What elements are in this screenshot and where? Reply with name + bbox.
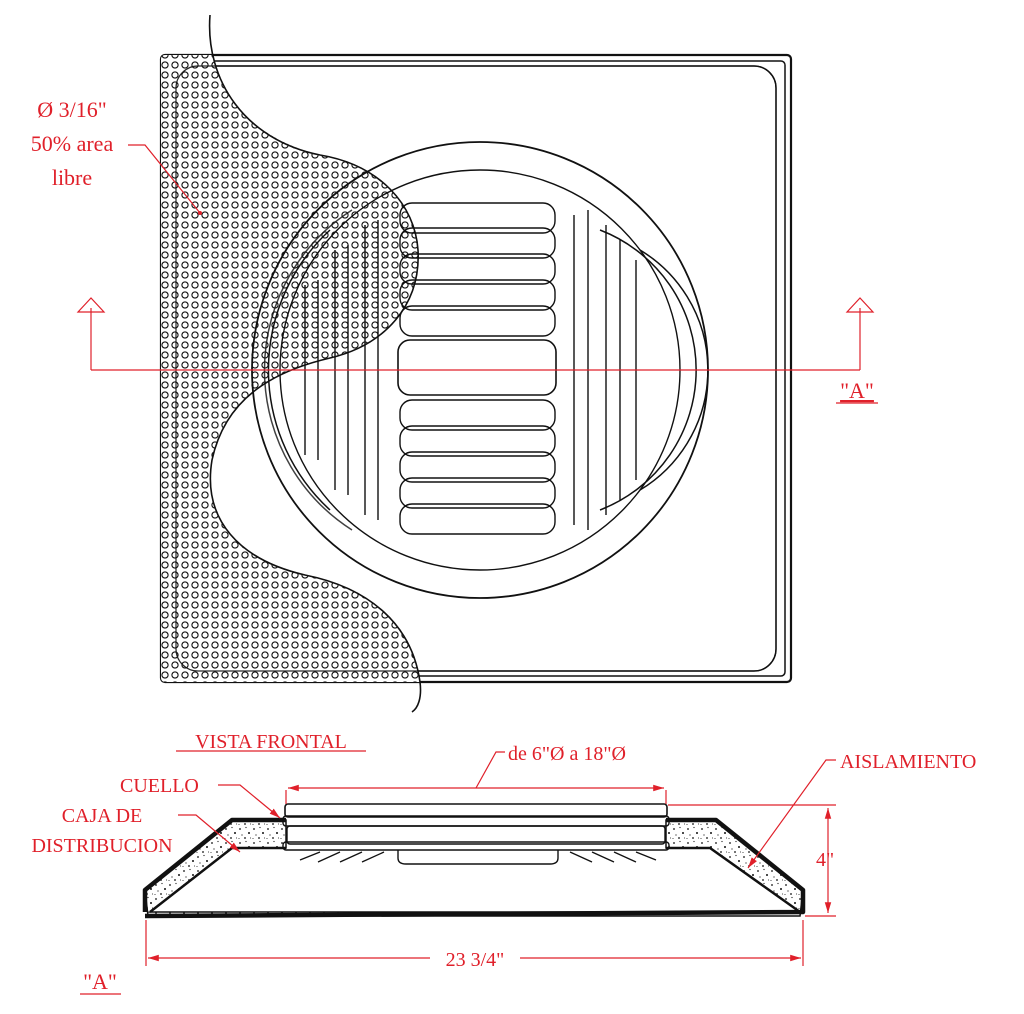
center-cone	[397, 339, 557, 396]
collar-label: CUELLO	[120, 775, 199, 797]
insulation-label: AISLAMIENTO	[840, 751, 976, 773]
diameter-range-label: de 6"Ø a 18"Ø	[508, 743, 626, 765]
perforation-label-line1: Ø 3/16"	[37, 97, 106, 122]
plan-view: "A" Ø 3/16" 50% area libre	[31, 14, 878, 713]
collar-leader	[218, 784, 281, 819]
width-dim-label: 23 3/4"	[446, 949, 505, 971]
front-view-title: VISTA FRONTAL	[195, 731, 347, 753]
box-outline	[142, 817, 806, 919]
section-arrow-right-icon	[845, 297, 875, 313]
section-arrow-left-icon	[76, 297, 106, 313]
perforated-face	[161, 55, 420, 682]
front-section-mark: "A"	[83, 969, 117, 994]
collar	[282, 803, 670, 851]
section-cut-line	[76, 297, 875, 371]
insulation-body	[144, 819, 804, 917]
insulation-leader	[747, 759, 836, 869]
break-line	[208, 14, 422, 713]
perforation-label-line2: 50% area	[31, 131, 114, 156]
front-view: VISTA FRONTAL de	[31, 731, 976, 995]
horizontal-louvers	[397, 202, 557, 535]
front-center-cone	[397, 850, 559, 865]
perforation-leader	[128, 144, 202, 215]
perforation-label-line3: libre	[52, 165, 92, 190]
front-louvers	[299, 850, 657, 865]
box-label-line2: DISTRIBUCION	[31, 835, 172, 857]
plan-section-mark: "A"	[840, 378, 874, 403]
box-leader	[178, 814, 241, 853]
height-dim-label: 4"	[816, 849, 834, 871]
box-label-line1: CAJA DE	[62, 805, 143, 827]
